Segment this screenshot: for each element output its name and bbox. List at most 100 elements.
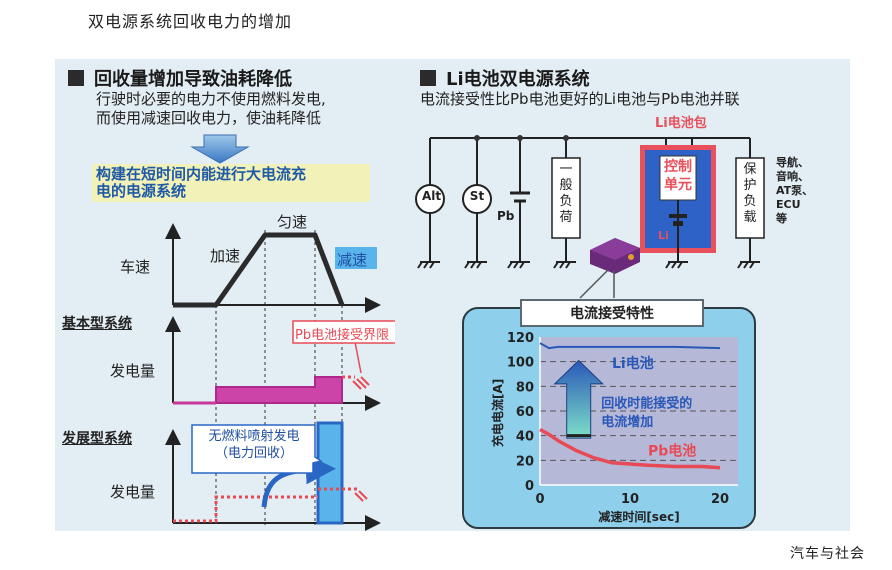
bullet-square-icon-2 [420, 70, 436, 86]
advanced-system-chart [165, 421, 381, 531]
battery-module-icon [590, 238, 640, 274]
protected-load-char: 保 [743, 162, 757, 177]
protected-item: ECU [776, 198, 801, 211]
general-load-box [551, 157, 581, 239]
advanced-ylabel: 发电量 [110, 483, 156, 501]
limit-hatch-icon-2 [354, 490, 368, 502]
pb-limit-dash-advanced [173, 495, 318, 523]
regeneration-bar [316, 421, 344, 525]
recovery-arrow [261, 454, 336, 508]
timing-diagrams [165, 223, 395, 531]
li-pack-label: Li电池包 [655, 116, 707, 131]
no-fuel-line2: （电力回收） [214, 446, 293, 461]
li-cell-icon [669, 214, 687, 226]
control-unit-line2: 单元 [664, 177, 692, 193]
left-desc-line2: 而使用减速回收电力，使油耗降低 [96, 109, 322, 127]
protected-item: 导航、 [776, 156, 809, 169]
starter-icon [462, 184, 492, 214]
down-arrow-icon [190, 134, 250, 164]
left-heading: 回收量增加导致油耗降低 [68, 65, 292, 91]
y-tick-label: 20 [516, 454, 534, 469]
alt-label: Alt [422, 189, 442, 203]
ground-icons [417, 261, 760, 269]
protected-load-char: 载 [743, 210, 757, 225]
y-tick-label: 0 [525, 479, 534, 494]
control-unit-line1: 控制 [664, 159, 692, 175]
right-description: 电流接受性比Pb电池更好的Li电池与Pb电池并联 [420, 90, 740, 108]
basic-generation-area [215, 376, 343, 404]
pb-limit-box [292, 320, 395, 344]
series-label: Li电池 [612, 355, 654, 372]
protected-load-char: 护 [743, 178, 757, 193]
increase-arrow-icon [553, 359, 604, 439]
annotation-pointer [354, 341, 362, 374]
speed-profile-line [173, 232, 345, 308]
y-axis-label: 充电电流[A] [490, 379, 505, 447]
footer-source: 汽车与社会 [790, 546, 865, 562]
right-heading-text: Li电池双电源系统 [446, 69, 590, 90]
left-desc-line1: 行驶时必要的电力不使用燃料发电, [96, 90, 326, 108]
y-tick-label: 60 [516, 405, 534, 420]
general-load-char: 般 [559, 178, 573, 193]
st-label: St [469, 189, 485, 203]
annotation-line1: 回收时能接受的 [601, 395, 692, 411]
annotation-line2: 电流增加 [601, 414, 653, 430]
general-load-char: 负 [559, 194, 573, 209]
no-fuel-line1: 无燃料喷射发电 [208, 429, 300, 444]
pb-battery-icon [510, 191, 530, 203]
protected-items-list: 导航、 音响、 AT泵、 ECU 等 [776, 156, 813, 226]
general-load-char: 一 [559, 162, 573, 177]
control-unit-box [659, 155, 697, 201]
no-fuel-callout-box [191, 424, 323, 474]
right-heading: Li电池双电源系统 [420, 65, 590, 91]
basic-system-title: 基本型系统 [62, 316, 132, 332]
x-axis-label: 减速时间[sec] [598, 509, 679, 524]
no-fuel-label: 无燃料喷射发电 （电力回收） [194, 428, 314, 462]
current-acceptance-chart: 0 20 40 60 80 100 120 0 10 20 Li电池 Pb电池 充电电流[A] 减速… [490, 331, 738, 524]
chart-title: 电流接受特性 [520, 299, 704, 327]
bullet-square-icon [68, 70, 84, 86]
protected-load-label: 保 护 负 载 [738, 162, 762, 226]
y-tick-label: 40 [516, 430, 534, 445]
phase-accel-label: 加速 [210, 247, 241, 265]
pb-label: Pb [497, 209, 515, 223]
y-tick-label: 120 [507, 331, 534, 346]
control-unit-label: 控制 单元 [660, 158, 696, 194]
speed-chart [165, 223, 381, 313]
y-tick-label: 80 [516, 380, 534, 395]
protected-load-box [735, 157, 765, 239]
alternator-icon [415, 184, 445, 214]
phase-decel-label: 减速 [337, 251, 368, 269]
protected-item: AT泵、 [776, 184, 814, 197]
series-line-pb [539, 427, 721, 470]
phase-cruise-label: 匀速 [277, 213, 308, 231]
series-line-li [539, 342, 721, 350]
left-description: 行驶时必要的电力不使用燃料发电, 而使用减速回收电力，使油耗降低 [96, 90, 326, 128]
speed-ylabel: 车速 [120, 258, 151, 276]
x-tick-label: 0 [535, 492, 544, 507]
leader-lines [579, 269, 615, 299]
general-load-label: 一 般 负 荷 [554, 162, 578, 226]
series-label: Pb电池 [648, 442, 696, 459]
x-tick-label: 10 [621, 492, 639, 507]
limit-hatch-icon [352, 376, 370, 390]
junction-dots [474, 135, 569, 141]
general-load-char: 荷 [559, 210, 573, 225]
left-callout: 构建在短时间内能进行大电流充 电的电源系统 [92, 164, 370, 202]
x-tick-label: 20 [711, 492, 729, 507]
protected-load-char: 负 [743, 194, 757, 209]
y-tick-label: 100 [507, 356, 534, 371]
callout-line2: 电的电源系统 [96, 182, 187, 200]
pb-limit-label: Pb电池接受界限 [295, 328, 390, 343]
left-heading-text: 回收量增加导致油耗降低 [94, 69, 292, 90]
basic-ylabel: 发电量 [110, 362, 156, 380]
basic-system-chart [165, 316, 395, 411]
decel-highlight [335, 247, 377, 269]
advanced-system-title: 发展型系统 [62, 431, 132, 447]
protected-item: 等 [776, 212, 787, 225]
up-arrow-shape [553, 359, 604, 439]
arrow-base-stripe [566, 434, 591, 438]
protected-item: 音响、 [776, 170, 809, 183]
circuit-diagram [415, 135, 765, 299]
callout-line1: 构建在短时间内能进行大电流充 [96, 165, 307, 183]
